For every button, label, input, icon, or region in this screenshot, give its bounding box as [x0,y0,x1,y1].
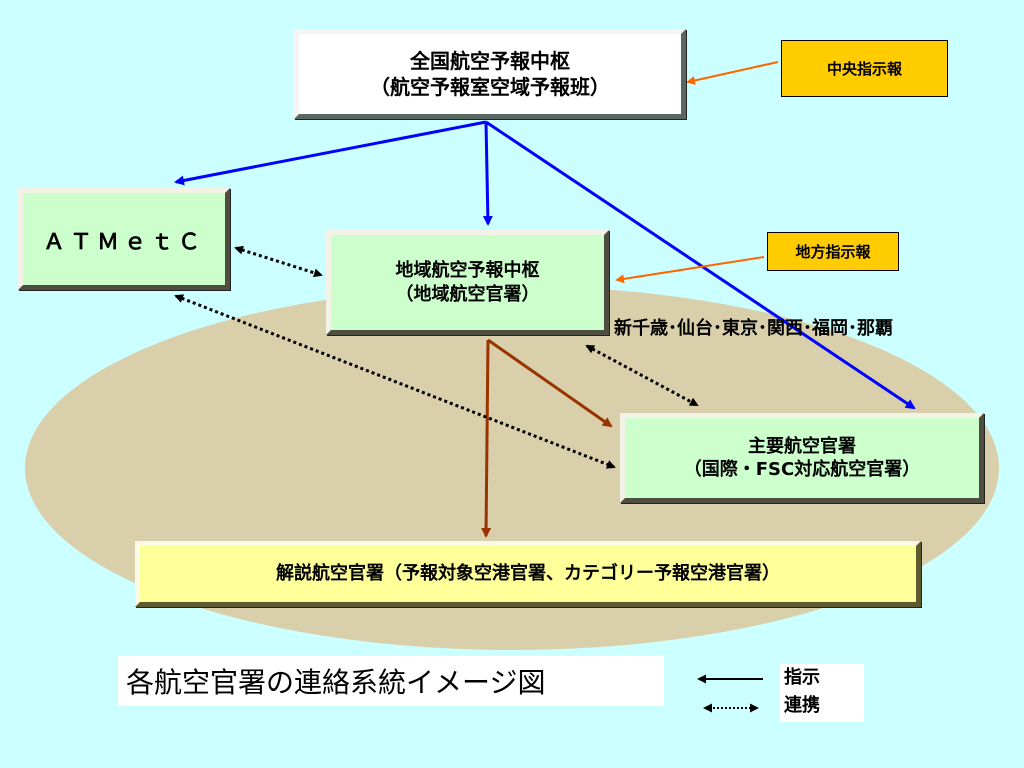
national-center-title: 全国航空予報中枢 [410,49,570,73]
main-offices-title: 主要航空官署 [748,435,856,457]
commentary-offices-label: 解説航空官署（予報対象空港官署、カテゴリー予報空港官署） [276,563,780,585]
legend-cooperation-label: 連携 [784,695,820,716]
link-atmetc-regional [234,245,323,278]
arrow-regional-to-commentary [481,339,492,538]
pointer-regional-instruction [615,256,765,284]
airports-label: 新千歳･仙台･東京･関西･福岡･那覇 [614,318,893,339]
diagram-caption: 各航空官署の連絡系統イメージ図 [118,656,664,706]
main-aviation-offices-box: 主要航空官署 （国際・FSC対応航空官署） [620,413,984,503]
main-offices-subtitle: （国際・FSC対応航空官署） [683,459,921,480]
arrow-national-to-main [485,120,916,410]
national-center-subtitle: （航空予報室空域予報班） [370,75,610,99]
regional-instruction-tag: 地方指示報 [767,232,899,271]
link-atmetc-main [174,294,616,469]
arrow-national-to-regional [482,121,493,226]
regional-center-subtitle: （地域航空官署） [395,283,540,305]
central-instruction-tag: 中央指示報 [781,40,948,97]
legend: 指示 連携 [780,664,864,722]
regional-center-title: 地域航空予報中枢 [395,260,540,282]
link-regional-main [585,344,699,407]
atmetc-box: ＡＴＭｅｔＣ [18,188,230,290]
pointer-central-instruction [686,61,779,85]
atmetc-label: ＡＴＭｅｔＣ [42,230,205,255]
regional-forecast-center-box: 地域航空予報中枢 （地域航空官署） [326,230,609,335]
arrow-national-to-atmetc [174,120,487,186]
commentary-aviation-offices-box: 解説航空官署（予報対象空港官署、カテゴリー予報空港官署） [135,541,921,607]
legend-instruction-label: 指示 [784,667,820,688]
national-forecast-center-box: 全国航空予報中枢 （航空予報室空域予報班） [294,29,686,119]
